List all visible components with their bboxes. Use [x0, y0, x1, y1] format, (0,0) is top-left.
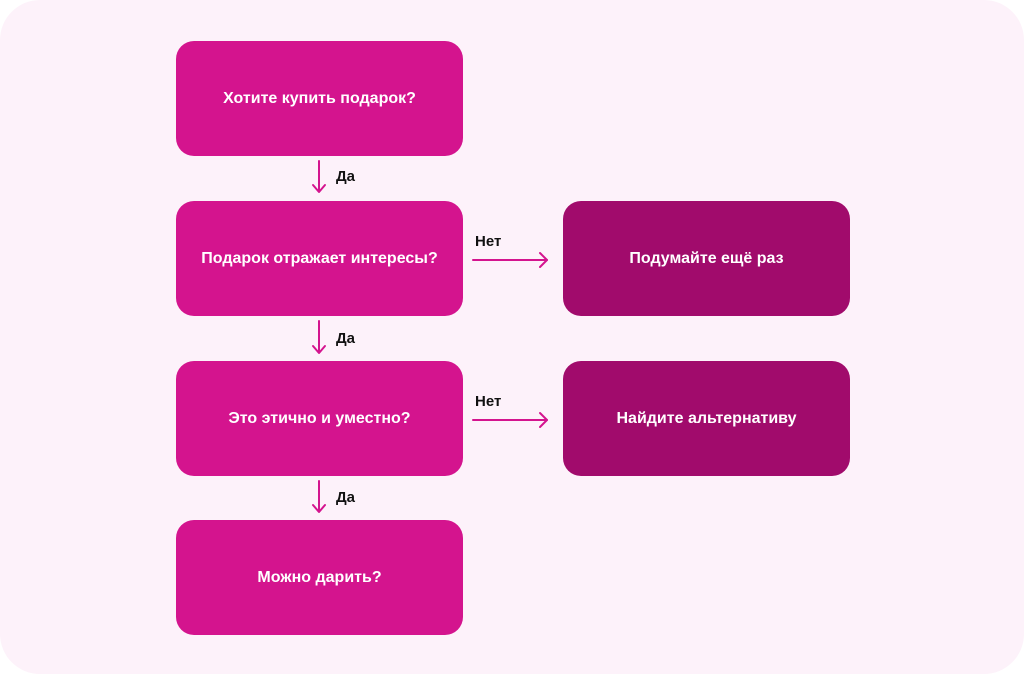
edge-label-yes-1: Да — [336, 168, 356, 185]
edge-label-yes-2: Да — [336, 330, 356, 347]
arrow-down-1 — [312, 160, 326, 193]
decision-buy-gift: Хотите купить подарок? — [176, 41, 463, 156]
decision-reflects-interests-label: Подарок отражает интересы? — [201, 249, 438, 267]
edge-label-no-1: Нет — [475, 233, 502, 250]
arrow-right-2 — [472, 412, 548, 428]
outcome-think-again: Подумайте ещё раз — [563, 201, 850, 316]
outcome-can-gift: Можно дарить? — [176, 520, 463, 635]
outcome-can-gift-label: Можно дарить? — [257, 568, 382, 586]
decision-reflects-interests: Подарок отражает интересы? — [176, 201, 463, 316]
decision-ethical-label: Это этично и уместно? — [228, 409, 411, 427]
outcome-find-alternative-label: Найдите альтернативу — [616, 409, 797, 427]
arrow-down-3 — [312, 480, 326, 513]
decision-buy-gift-label: Хотите купить подарок? — [223, 89, 416, 107]
edge-label-yes-3: Да — [336, 489, 356, 506]
arrow-down-2 — [312, 320, 326, 354]
decision-ethical: Это этично и уместно? — [176, 361, 463, 476]
outcome-think-again-label: Подумайте ещё раз — [629, 249, 784, 267]
arrow-right-1 — [472, 252, 548, 268]
edge-label-no-2: Нет — [475, 393, 502, 410]
outcome-find-alternative: Найдите альтернативу — [563, 361, 850, 476]
